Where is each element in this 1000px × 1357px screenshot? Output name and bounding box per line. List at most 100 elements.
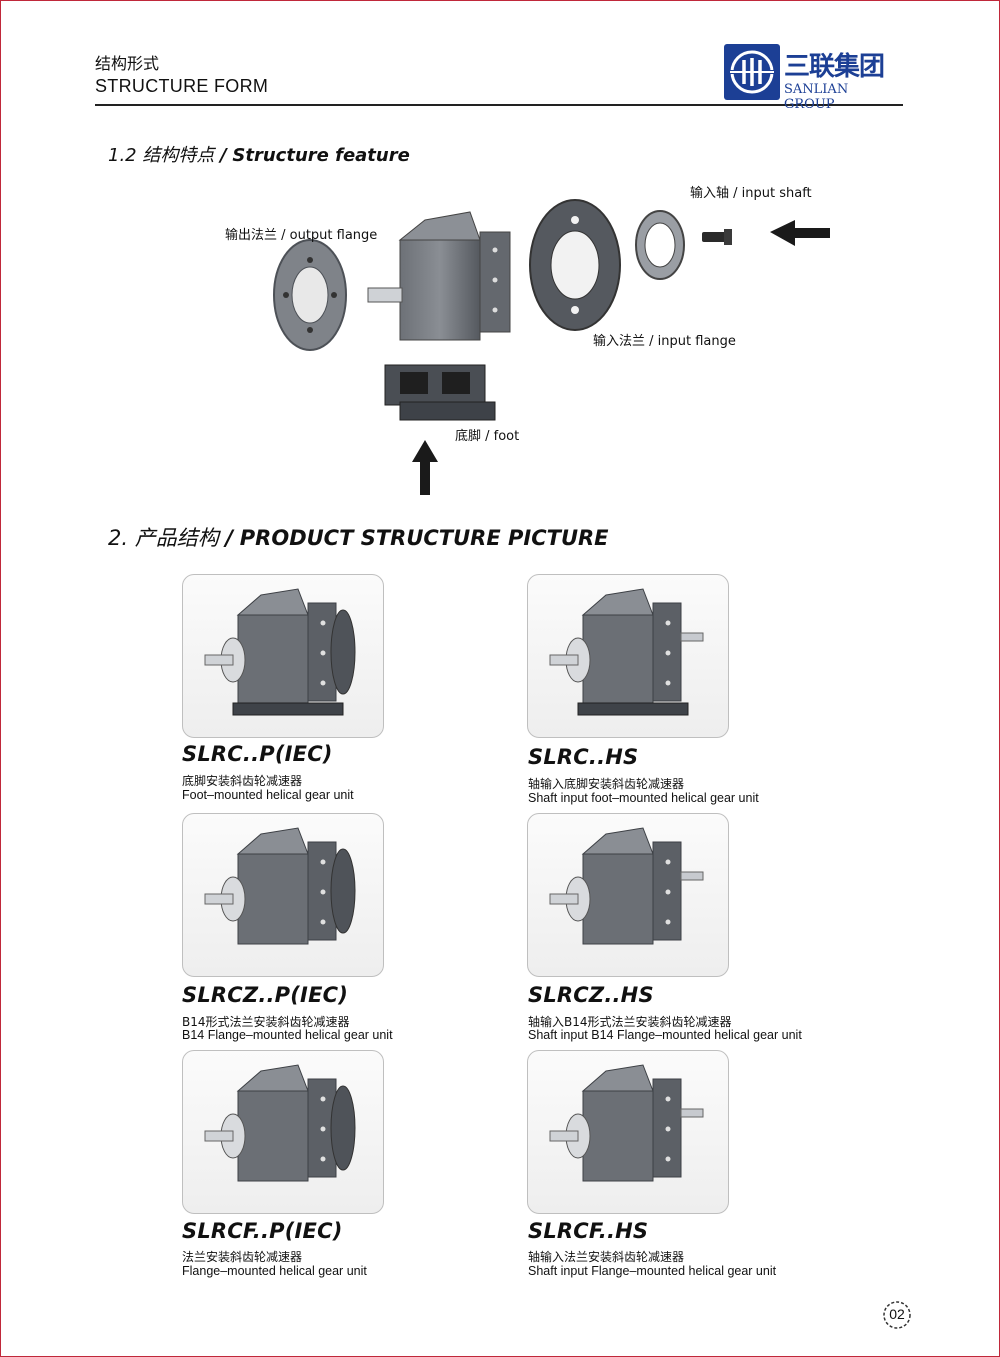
product-desc-en: Shaft input B14 Flange–mounted helical g… [528, 1028, 802, 1042]
product-model: SLRC..HS [528, 745, 639, 769]
label-input-shaft: 输入轴 / input shaft [690, 186, 812, 201]
gear-unit-shape [232, 702, 344, 716]
gear-unit-illustration [204, 588, 356, 716]
product-desc-cn: B14形式法兰安装斜齿轮减速器 [182, 1015, 350, 1029]
gear-unit-shape [330, 848, 356, 934]
output-flange-part [273, 239, 347, 351]
gear-unit-shape [237, 1090, 309, 1182]
gear-unit-shape [237, 853, 309, 945]
product-desc-en: Foot–mounted helical gear unit [182, 788, 354, 802]
input-flange-part [529, 199, 621, 331]
product-desc-en: Shaft input foot–mounted helical gear un… [528, 791, 759, 805]
gear-unit-shape [582, 614, 654, 706]
gear-unit-illustration [549, 827, 704, 945]
gear-icon [883, 1301, 911, 1329]
header-title-cn: 结构形式 [95, 54, 160, 73]
product-desc-cn: 轴输入底脚安装斜齿轮减速器 [528, 777, 685, 791]
product-desc-en: Flange–mounted helical gear unit [182, 1264, 367, 1278]
product-model: SLRCZ..HS [528, 983, 654, 1007]
gear-unit-body [367, 211, 511, 341]
gear-unit-shape [665, 919, 671, 925]
gear-unit-shape [320, 1156, 326, 1162]
gear-unit-shape [330, 609, 356, 695]
gear-unit-shape [582, 853, 654, 945]
page-number-badge: 02 [880, 1298, 914, 1332]
section-1-heading: 1.2 结构特点 / Structure feature [108, 141, 410, 167]
section-2-title-en: PRODUCT STRUCTURE PICTURE [239, 526, 609, 550]
gear-unit-shape [581, 588, 654, 616]
gear-unit-shape [320, 1126, 326, 1132]
input-ring-part [635, 210, 685, 280]
gear-unit-shape [204, 654, 234, 666]
product-photo-slrcf-p [182, 1050, 384, 1214]
product-desc-en: Shaft input Flange–mounted helical gear … [528, 1264, 777, 1278]
gear-unit-shape [204, 893, 234, 905]
gear-unit-shape [236, 827, 309, 855]
gear-unit-shape [320, 889, 326, 895]
gear-unit-illustration [204, 1064, 356, 1182]
gear-unit-shape [581, 1064, 654, 1092]
gear-unit-shape [237, 614, 309, 706]
gear-unit-shape [320, 680, 326, 686]
gear-unit-shape [665, 650, 671, 656]
gear-unit-shape [680, 632, 704, 642]
gear-unit-shape [236, 588, 309, 616]
header-rule [95, 104, 903, 106]
company-logo: 三联集团 SANLIAN GROUP [724, 44, 900, 112]
gear-unit-shape [236, 1064, 309, 1092]
product-desc-cn: 轴输入法兰安装斜齿轮减速器 [528, 1250, 685, 1264]
gear-unit-shape [549, 1130, 579, 1142]
gear-unit-shape [330, 1085, 356, 1171]
gear-unit-shape [665, 680, 671, 686]
gear-unit-shape [582, 1090, 654, 1182]
exploded-structure-diagram [273, 199, 830, 495]
section-2-heading: 2. 产品结构 / PRODUCT STRUCTURE PICTURE [108, 522, 609, 552]
label-foot: 底脚 / foot [455, 429, 520, 444]
gear-unit-shape [680, 871, 704, 881]
gear-unit-shape [665, 859, 671, 865]
arrow-left-icon [770, 220, 830, 246]
gear-unit-shape [549, 893, 579, 905]
gear-unit-shape [320, 620, 326, 626]
gear-unit-shape [320, 859, 326, 865]
logo-text-en: SANLIAN GROUP [784, 82, 849, 112]
product-model: SLRCF..HS [528, 1219, 649, 1243]
product-model: SLRC..P(IEC) [182, 742, 333, 766]
gear-unit-shape [204, 1130, 234, 1142]
gear-unit-illustration [549, 588, 704, 716]
gear-unit-shape [581, 827, 654, 855]
input-shaft-part [702, 229, 732, 245]
section-1-title-cn: 结构特点 [142, 145, 215, 166]
product-desc-cn: 轴输入B14形式法兰安装斜齿轮减速器 [528, 1015, 732, 1029]
gear-unit-shape [320, 1096, 326, 1102]
product-photo-slrcz-hs [527, 813, 729, 977]
product-desc-en: B14 Flange–mounted helical gear unit [182, 1028, 393, 1042]
gear-unit-shape [665, 620, 671, 626]
product-model: SLRCZ..P(IEC) [182, 983, 349, 1007]
gear-unit-illustration [204, 827, 356, 945]
label-input-flange: 输入法兰 / input flange [593, 334, 736, 349]
label-output-flange: 输出法兰 / output flange [225, 228, 378, 243]
section-2-sep: / [225, 526, 234, 550]
product-desc-cn: 底脚安装斜齿轮减速器 [182, 774, 303, 788]
product-model: SLRCF..P(IEC) [182, 1219, 343, 1243]
gear-unit-shape [577, 702, 689, 716]
header-title-en: STRUCTURE FORM [95, 76, 269, 96]
arrow-up-icon [412, 440, 438, 495]
gear-unit-shape [680, 1108, 704, 1118]
logo-text-cn: 三联集团 [784, 52, 885, 82]
product-photo-slrc-hs [527, 574, 729, 738]
section-1-title-en: Structure feature [232, 145, 410, 166]
gear-unit-illustration [549, 1064, 704, 1182]
section-1-number: 1.2 [108, 145, 137, 166]
gear-unit-shape [665, 1156, 671, 1162]
product-photo-slrc-p [182, 574, 384, 738]
gear-unit-shape [665, 1126, 671, 1132]
section-2-title-cn: 产品结构 [134, 526, 219, 550]
gear-unit-shape [665, 889, 671, 895]
product-photo-slrcf-hs [527, 1050, 729, 1214]
foot-part [384, 364, 496, 421]
gear-unit-shape [320, 650, 326, 656]
gear-unit-shape [665, 1096, 671, 1102]
section-1-sep: / [220, 145, 227, 166]
